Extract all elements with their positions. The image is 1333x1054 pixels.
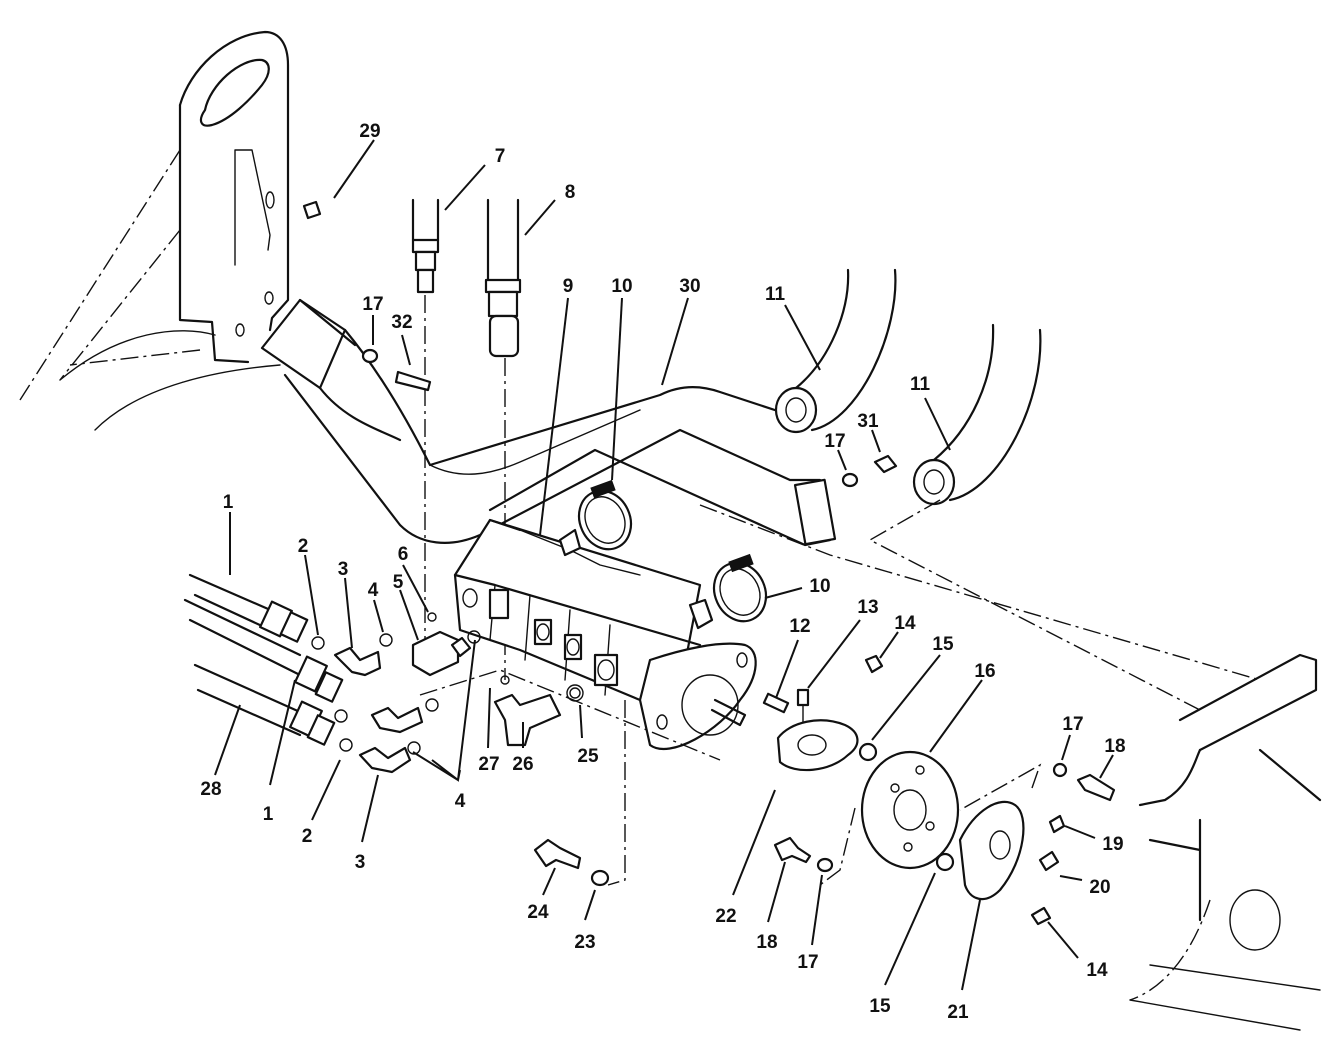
callout-32: 32 — [391, 312, 412, 333]
callout-21: 21 — [947, 1002, 969, 1023]
callout-24: 24 — [527, 902, 549, 923]
callout-4-lower: 4 — [455, 791, 466, 812]
callout-15-upper: 15 — [932, 634, 954, 655]
mounting-bracket — [260, 298, 837, 547]
callout-8: 8 — [565, 182, 576, 203]
callout-6: 6 — [398, 544, 409, 565]
callout-18-lower: 18 — [756, 932, 777, 953]
callout-15-lower: 15 — [869, 996, 891, 1017]
hoses-11 — [774, 268, 1042, 506]
callout-16: 16 — [974, 661, 995, 682]
callout-12: 12 — [789, 616, 810, 637]
bolt-24-nut-23 — [533, 700, 626, 887]
center-lines — [419, 499, 1261, 886]
callout-28: 28 — [200, 779, 221, 800]
callout-20: 20 — [1089, 877, 1110, 898]
hydraulic-pump — [453, 518, 757, 751]
callout-17-upper: 17 — [362, 294, 383, 315]
callout-22: 22 — [715, 906, 736, 927]
frame-right — [1129, 653, 1322, 1031]
callout-14-lower: 14 — [1086, 960, 1108, 981]
hoses-1-28 — [183, 573, 344, 746]
callout-13: 13 — [857, 597, 878, 618]
callout-11-upper: 11 — [765, 284, 786, 305]
callout-14-upper: 14 — [894, 613, 916, 634]
coupling-parts — [302, 200, 1116, 926]
callout-1-lower: 1 — [263, 804, 274, 825]
callout-10: 10 — [611, 276, 632, 297]
callout-31: 31 — [857, 411, 879, 432]
callout-18-right: 18 — [1104, 736, 1125, 757]
callout-27: 27 — [478, 754, 499, 775]
hose-clamps-10 — [577, 479, 768, 623]
callout-19: 19 — [1102, 834, 1123, 855]
callout-30: 30 — [679, 276, 700, 297]
callout-10-lower: 10 — [809, 576, 830, 597]
callout-26: 26 — [512, 754, 533, 775]
callout-17-mid: 17 — [824, 431, 845, 452]
callout-23: 23 — [574, 932, 595, 953]
callout-25: 25 — [577, 746, 599, 767]
hydraulic-hoses-7-8 — [411, 198, 522, 680]
callout-17-lower: 17 — [797, 952, 818, 973]
callout-5: 5 — [393, 572, 404, 593]
callout-29: 29 — [359, 121, 380, 142]
callout-17-right: 17 — [1062, 714, 1083, 735]
callout-4-upper: 4 — [368, 580, 379, 601]
callout-9: 9 — [563, 276, 574, 297]
callout-2-upper: 2 — [298, 536, 309, 557]
callout-11-lower: 11 — [910, 374, 931, 395]
callout-1-upper: 1 — [223, 492, 234, 513]
callout-3-lower: 3 — [355, 852, 366, 873]
mounting-plate — [19, 30, 290, 431]
fittings — [311, 612, 584, 774]
callout-7: 7 — [495, 146, 506, 167]
callout-2-lower: 2 — [302, 826, 313, 847]
callouts: 29 7 8 9 10 30 11 11 17 32 17 31 1 2 3 6 — [200, 121, 1125, 1023]
callout-3-upper: 3 — [338, 559, 349, 580]
